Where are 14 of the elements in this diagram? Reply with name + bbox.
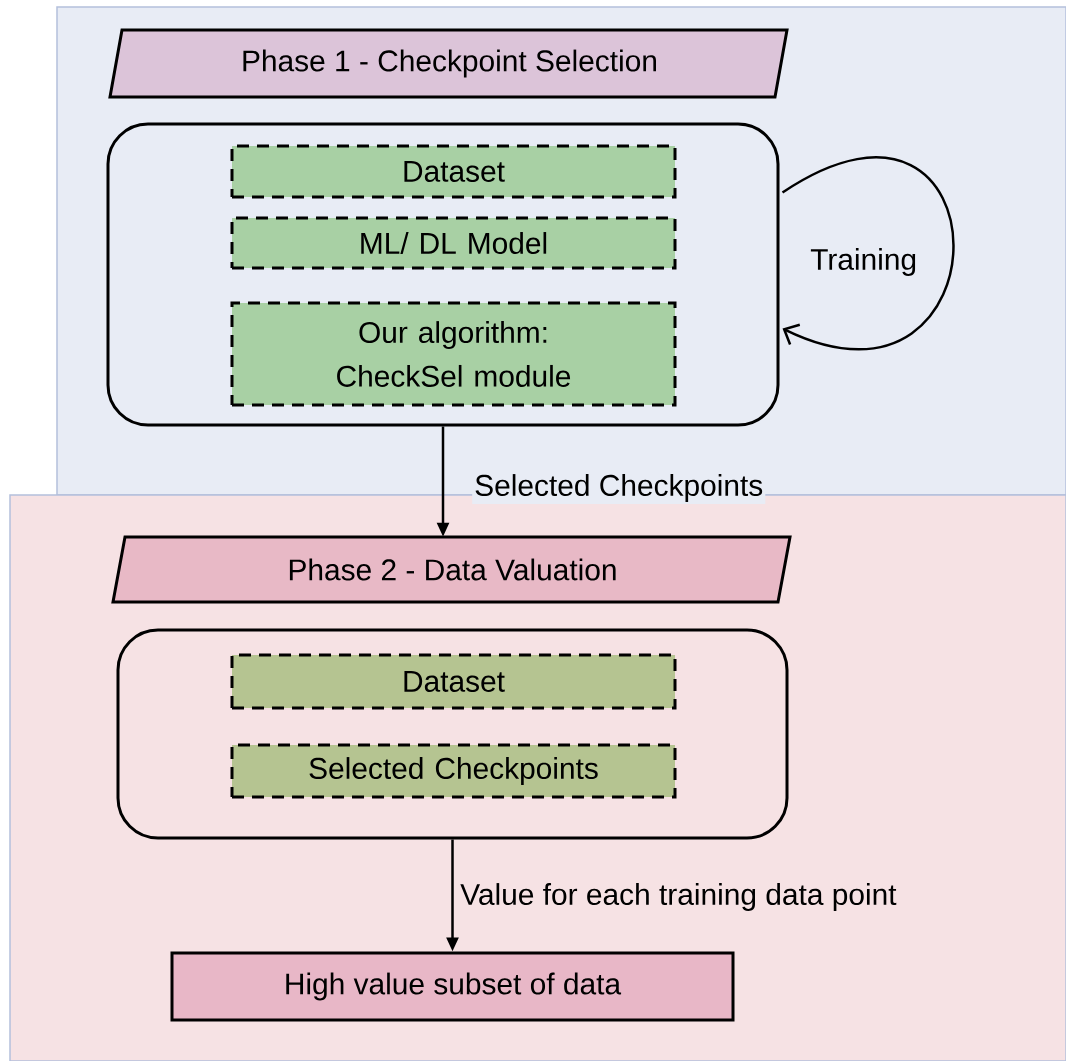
component-box: ML/ DL Model [230,216,677,270]
phase-banner: Phase 1 - Checkpoint Selection [108,28,789,99]
edge-label: Training [808,246,920,278]
phase-banner: Phase 2 - Data Valuation [111,535,792,604]
group-box [116,628,789,840]
component-box: Dataset [230,653,677,710]
arrow [781,156,955,349]
component-box: Dataset [230,144,677,199]
component-box: Selected Checkpoints [230,743,677,799]
result-box: High value subset of data [170,951,735,1022]
component-box: Our algorithm: CheckSel module [230,301,677,407]
group-box [106,122,780,427]
edge-label: Selected Checkpoints [472,472,766,504]
edge-label: Value for each training data point [458,881,899,913]
